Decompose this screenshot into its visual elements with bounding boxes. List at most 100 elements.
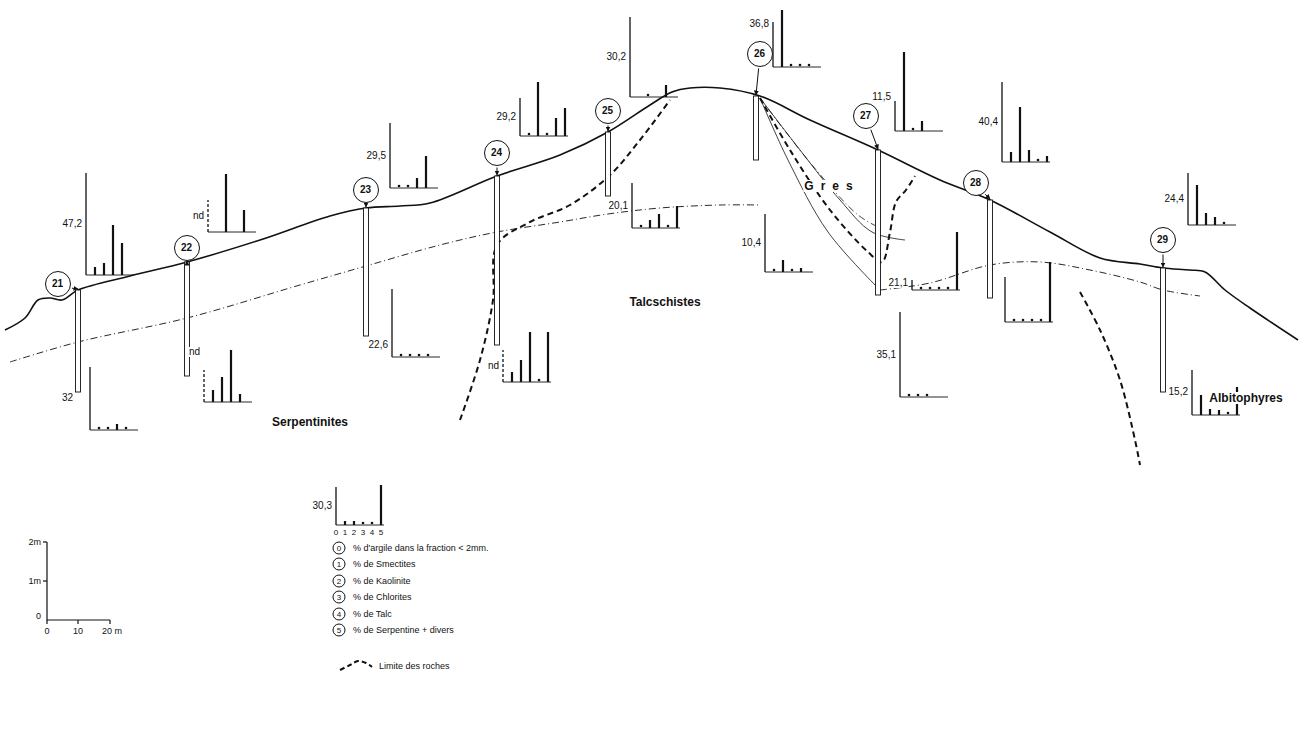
mineral-dot — [400, 354, 403, 357]
clay-bar — [207, 200, 208, 232]
rock-name: Gres — [803, 180, 860, 192]
sample-pointer — [187, 261, 188, 263]
mineral-dot — [1013, 319, 1016, 322]
borehole — [876, 150, 881, 295]
mineral-dot — [1037, 159, 1040, 162]
mineral-dot — [926, 394, 929, 397]
mineral-dot — [538, 379, 541, 382]
bar-chart — [503, 332, 551, 382]
mineral-bar — [1049, 262, 1051, 322]
scale-line — [47, 542, 110, 620]
clay-bar — [1001, 82, 1002, 162]
sample-number: 22 — [181, 243, 192, 253]
chart-baseline — [900, 397, 948, 398]
mineral-bar — [658, 214, 660, 228]
mineral-bar — [511, 372, 513, 382]
mineral-dot — [371, 522, 374, 525]
mineral-bar — [903, 52, 905, 131]
bar-chart — [90, 367, 138, 430]
legend-text: % de Talc — [352, 609, 393, 618]
mineral-bar — [1028, 150, 1030, 162]
sample-circle: 24 — [484, 140, 510, 166]
sample-circle: 27 — [853, 103, 879, 129]
bar-chart — [765, 214, 813, 272]
mineral-bar — [800, 268, 802, 272]
mineral-dot — [427, 354, 430, 357]
clay-bar — [772, 22, 773, 67]
mineral-dot — [947, 287, 950, 290]
rock-name: Albitophyres — [1208, 392, 1283, 404]
mineral-dot — [929, 287, 932, 290]
axis-number: 5 — [379, 529, 383, 537]
value-label: 30,2 — [606, 52, 627, 62]
chart-baseline — [390, 188, 438, 189]
mineral-bar — [1196, 185, 1198, 225]
scale-bar — [43, 542, 110, 624]
borehole — [988, 200, 993, 298]
bar-chart — [204, 350, 252, 402]
clay-bar — [911, 280, 912, 290]
mineral-dot — [917, 394, 920, 397]
mineral-bar — [676, 206, 678, 228]
bar-chart — [392, 289, 440, 357]
sample-circle: 23 — [353, 177, 379, 203]
mineral-bar — [555, 118, 557, 136]
clay-bar — [631, 183, 632, 228]
sample-circle: 25 — [595, 98, 621, 124]
clay-bar — [519, 98, 520, 136]
bar-chart — [773, 10, 821, 67]
bar-chart — [86, 173, 134, 275]
clay-bar — [85, 173, 86, 275]
sample-number: 29 — [1157, 235, 1168, 245]
scale-label: 2m — [27, 538, 42, 547]
rock-name: Serpentinites — [271, 416, 349, 428]
value-label: nd — [188, 347, 201, 357]
bar-chart — [1005, 262, 1053, 322]
mineral-bar — [564, 108, 566, 136]
mineral-bar — [225, 174, 227, 232]
sample-pointer — [608, 126, 609, 132]
callout-number: 1 — [333, 558, 346, 571]
clay-bar — [1187, 173, 1188, 225]
mineral-bar — [121, 243, 123, 275]
mineral-dot — [528, 133, 531, 136]
mineral-bar — [380, 485, 382, 525]
bar-chart — [390, 123, 438, 188]
bar-chart — [336, 485, 384, 525]
scale-line — [43, 541, 47, 542]
sample-number: 25 — [602, 106, 613, 116]
mineral-bar — [1214, 217, 1216, 225]
borehole — [495, 176, 500, 345]
callout-number: 3 — [333, 591, 346, 604]
callout-number: 5 — [333, 624, 346, 637]
chart-baseline — [204, 402, 252, 403]
chart-baseline — [912, 290, 960, 291]
chart-baseline — [1192, 415, 1240, 416]
clay-bar — [764, 214, 765, 272]
clay-bar — [203, 370, 204, 402]
mineral-bar — [221, 377, 223, 402]
chart-baseline — [520, 136, 568, 137]
value-label: 36,8 — [749, 19, 770, 29]
mineral-dot — [1040, 319, 1043, 322]
mineral-dot — [407, 185, 410, 188]
mineral-bar — [116, 424, 118, 430]
clay-bar — [391, 289, 392, 357]
weathering-front — [880, 262, 1200, 296]
sample-number: 23 — [360, 185, 371, 195]
mineral-bar — [649, 220, 651, 228]
value-label: 30,3 — [312, 501, 333, 511]
mineral-bar — [537, 82, 539, 136]
borehole — [364, 208, 369, 336]
mineral-bar — [547, 332, 549, 382]
scale-label: 10 — [72, 627, 84, 636]
clay-bar — [89, 367, 90, 430]
legend-text: % d'argile dans la fraction < 2mm. — [352, 544, 490, 553]
mineral-dot — [362, 522, 365, 525]
mineral-dot — [418, 354, 421, 357]
mineral-bar — [1209, 409, 1211, 415]
sample-circle: 22 — [174, 235, 200, 261]
borehole — [76, 290, 81, 392]
mineral-dot — [920, 287, 923, 290]
bar-chart — [900, 312, 948, 397]
